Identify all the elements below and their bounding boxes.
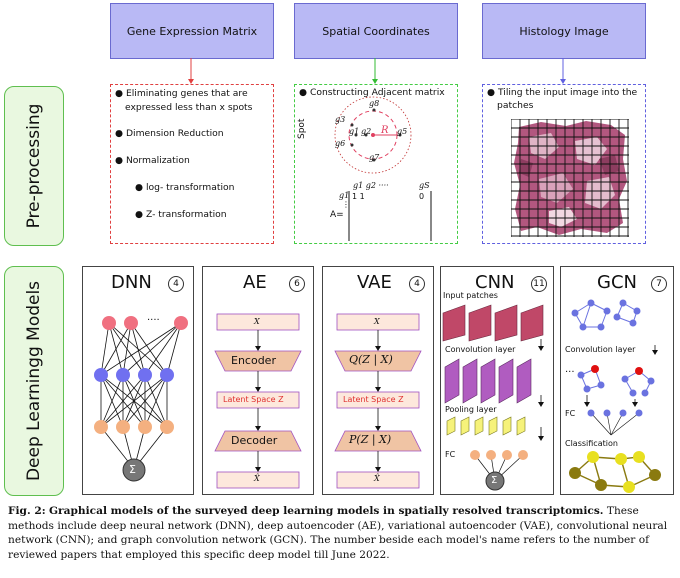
matrix-brackets	[348, 191, 432, 241]
matrix-row-last: 0	[419, 192, 425, 201]
deep-learning-text: Deep Learningg Models	[24, 280, 44, 482]
dnn-sigma: Σ	[129, 463, 136, 476]
node-g8: g8	[369, 99, 380, 108]
gene-expression-matrix-label: Gene Expression Matrix	[126, 24, 258, 38]
vae-title: VAE	[357, 272, 392, 293]
cnn-pool-label: Pooling layer	[445, 405, 497, 414]
histology-preprocessing-box: ● Tiling the input image into the patche…	[482, 84, 646, 244]
matrix-a-label: A=	[330, 210, 344, 220]
cnn-fc-label: FC	[445, 450, 456, 459]
caption-fig-number: Fig. 2:	[8, 505, 46, 517]
spot-neighborhood-diagram	[334, 96, 412, 174]
vae-encoder: Q(Z | X)	[349, 353, 393, 366]
dnn-panel: DNN 4 ···· Σ	[82, 266, 194, 495]
bullet-1-line-1: ● Eliminating genes that are	[115, 88, 248, 99]
gcn-conv-label: Convolution layer	[565, 345, 636, 354]
dnn-dots: ····	[147, 315, 160, 326]
gcn-panel: GCN 7	[560, 266, 674, 495]
spatial-coordinates-box: Spatial Coordinates	[294, 3, 458, 59]
spatial-bullet: ● Constructing Adjacent matrix	[299, 87, 445, 98]
ae-diagram	[214, 313, 302, 489]
spatial-preprocessing-box: ● Constructing Adjacent matrix g8 g3 g1 …	[294, 84, 458, 244]
node-g3: g3	[335, 115, 346, 124]
cnn-diagram	[442, 304, 544, 491]
node-g5: g5	[397, 127, 408, 136]
ae-latent: Latent Space Z	[223, 395, 284, 404]
ae-panel: AE 6 X Encoder Latent Space Z Decoder X̂	[202, 266, 314, 495]
deep-learning-side-label: Deep Learningg Models	[4, 266, 64, 496]
gcn-title: GCN	[597, 272, 637, 293]
histology-bullet-line-1: ● Tiling the input image into the	[487, 87, 638, 98]
sub-bullet-1: ● log- transformation	[135, 182, 235, 193]
top-arrows	[188, 58, 566, 84]
ae-decoder: Decoder	[231, 434, 278, 447]
gcn-dots: ···	[565, 367, 575, 378]
cnn-panel: CNN 11 Input patches	[440, 266, 554, 495]
radius-label: R	[381, 125, 389, 136]
dnn-title: DNN	[111, 272, 152, 293]
cnn-conv-label: Convolution layer	[445, 345, 516, 354]
gcn-fc-label: FC	[565, 409, 576, 418]
histology-image-label: Histology Image	[519, 24, 609, 38]
tiled-histology-image	[511, 119, 629, 237]
bullet-2: ● Dimension Reduction	[115, 128, 224, 139]
ae-count: 6	[289, 276, 305, 292]
gene-expression-matrix-box: Gene Expression Matrix	[110, 3, 274, 59]
dnn-network	[94, 316, 188, 482]
bullet-1-line-2: expressed less than x spots	[125, 102, 253, 113]
matrix-row-values: 1 1	[352, 192, 365, 201]
bullet-3: ● Normalization	[115, 155, 190, 166]
node-g2: g2	[361, 127, 372, 136]
matrix-row-label: g1	[339, 191, 350, 200]
gene-preprocessing-box: ● Eliminating genes that are expressed l…	[110, 84, 274, 244]
gcn-count: 7	[651, 276, 667, 292]
caption-bold-title: Graphical models of the surveyed deep le…	[49, 505, 604, 517]
matrix-header: g1 g2 ····	[353, 181, 389, 190]
vae-count: 4	[409, 276, 425, 292]
preprocessing-side-label: Pre-processing	[4, 86, 64, 246]
node-g7: g7	[369, 153, 380, 162]
vae-output: X̂	[374, 474, 380, 483]
dnn-count: 4	[168, 276, 184, 292]
sub-bullet-2: ● Z- transformation	[135, 209, 227, 220]
preprocessing-text: Pre-processing	[24, 103, 44, 229]
ae-title: AE	[243, 272, 267, 293]
gcn-class-label: Classification	[565, 439, 618, 448]
figure-caption: Fig. 2: Graphical models of the surveyed…	[8, 504, 672, 562]
cnn-sigma: Σ	[491, 475, 498, 486]
matrix-header-last: gS	[419, 181, 430, 190]
node-g1: g1	[349, 127, 360, 136]
cnn-input-label: Input patches	[443, 291, 498, 300]
histology-bullet-line-2: patches	[497, 100, 534, 111]
matrix-dots: ⋮	[342, 200, 350, 209]
ae-output: X̂	[254, 474, 260, 483]
ae-input: X	[254, 317, 260, 326]
vae-latent: Latent Space Z	[343, 395, 404, 404]
node-g6: g6	[335, 139, 346, 148]
ae-encoder: Encoder	[231, 354, 276, 367]
cnn-count: 11	[531, 276, 547, 292]
spatial-coordinates-label: Spatial Coordinates	[322, 24, 430, 38]
histology-image-box: Histology Image	[482, 3, 646, 59]
vae-diagram	[334, 313, 422, 489]
gcn-diagram	[569, 299, 661, 493]
caption-body: These methods include deep neural networ…	[8, 505, 668, 561]
cnn-title: CNN	[475, 272, 515, 293]
vae-panel: VAE 4 X Q(Z | X) Latent Space Z P(Z | X)…	[322, 266, 434, 495]
vae-decoder: P(Z | X)	[349, 433, 392, 446]
vae-input: X	[374, 317, 380, 326]
